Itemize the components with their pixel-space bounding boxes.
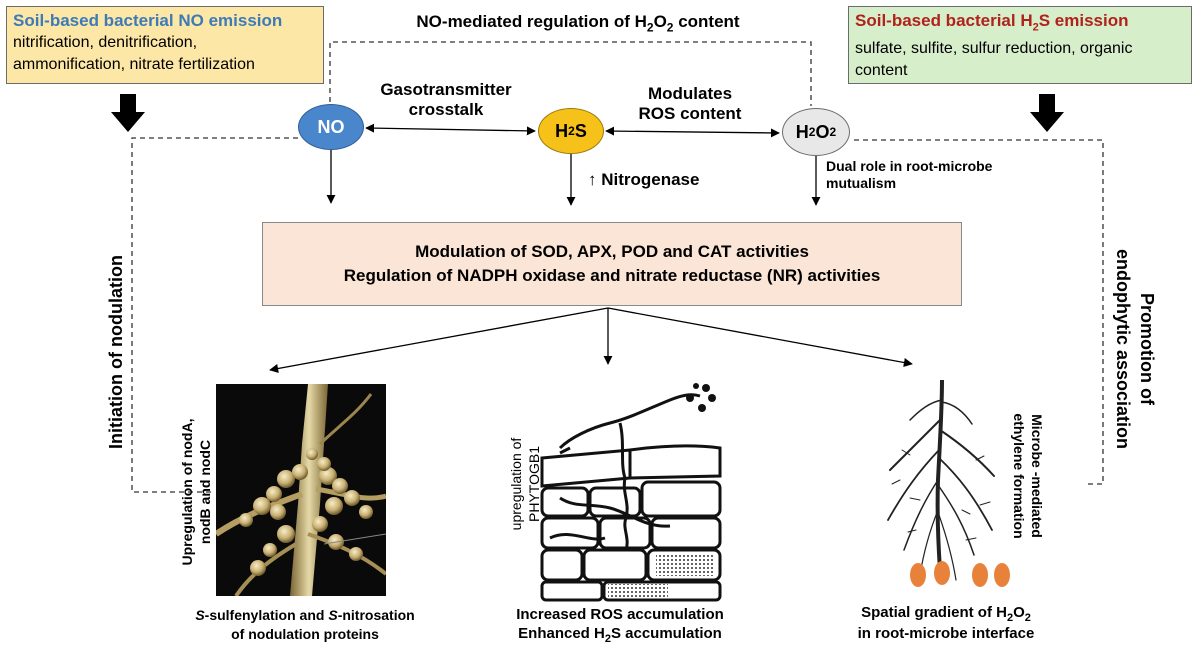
center-line-1: Modulation of SOD, APX, POD and CAT acti… bbox=[415, 242, 809, 261]
crosstalk-label: Gasotransmitter crosstalk bbox=[380, 80, 512, 119]
no-emission-title: Soil-based bacterial NO emission bbox=[13, 11, 283, 30]
middle-caption-line-1: Increased ROS accumulation bbox=[516, 606, 724, 623]
initiation-dashed-line bbox=[131, 137, 298, 493]
center-right-arrow bbox=[607, 307, 913, 367]
no-emission-box: Soil-based bacterial NO emission nitrifi… bbox=[6, 6, 324, 84]
right-caption-line-2: in root-microbe interface bbox=[857, 625, 1035, 642]
no-emission-line-2: ammonification, nitrate fertilization bbox=[13, 56, 255, 73]
left-caption-line-1: S-sulfenylation and S-nitrosation bbox=[195, 607, 415, 623]
center-line-2: Regulation of NADPH oxidase and nitrate … bbox=[343, 266, 881, 285]
root-nodule-photo bbox=[216, 384, 386, 596]
middle-caption-line-2: Enhanced H2S accumulation bbox=[518, 625, 722, 645]
dual-role-label: Dual role in root-microbe mutualism bbox=[826, 158, 993, 191]
center-left-arrow bbox=[269, 307, 609, 373]
h2s-emission-line-1: sulfate, sulfite, sulfur reduction, orga… bbox=[855, 40, 1133, 58]
ethylene-formation-label: Microbe -mediated ethylene formation bbox=[1011, 413, 1045, 539]
root-system-illustration bbox=[887, 380, 995, 581]
no-h2o2-regulation-label: NO-mediated regulation of H2O2 content bbox=[416, 12, 740, 35]
enzyme-modulation-box: Modulation of SOD, APX, POD and CAT acti… bbox=[262, 222, 962, 306]
root-nodule-illustration bbox=[216, 384, 386, 596]
h2s-emission-title: Soil-based bacterial H2S emission bbox=[855, 11, 1129, 34]
bacterium bbox=[910, 563, 926, 587]
no-emission-down-arrow bbox=[111, 94, 145, 132]
bacteria-cluster bbox=[910, 561, 1010, 587]
left-caption-line-2: of nodulation proteins bbox=[231, 626, 379, 642]
modulates-ros-label: Modulates ROS content bbox=[638, 84, 742, 123]
no-h2o2-dashed-bracket bbox=[329, 41, 812, 106]
no-emission-line-1: nitrification, denitrification, bbox=[13, 34, 198, 51]
promotion-endophytic-label: Promotion of endophytic association bbox=[1113, 248, 1157, 450]
right-caption-line-1: Spatial gradient of H2O2 bbox=[861, 604, 1031, 624]
h2s-emission-down-arrow bbox=[1030, 94, 1064, 132]
root-cells-illustration bbox=[540, 383, 722, 602]
bacterium bbox=[934, 561, 950, 585]
no-node: NO bbox=[298, 104, 364, 150]
bacterium bbox=[972, 563, 988, 587]
no-h2s-arrow bbox=[365, 123, 536, 136]
initiation-of-nodulation-label: Initiation of nodulation bbox=[106, 255, 126, 449]
upregulation-nod-genes-label: Upregulation of nodA, nodB and nodC bbox=[179, 418, 213, 566]
h2s-emission-box: Soil-based bacterial H2S emission sulfat… bbox=[848, 6, 1192, 84]
h2s-h2o2-arrow bbox=[605, 126, 780, 138]
h2s-emission-line-2: content bbox=[855, 62, 908, 80]
nitrogenase-label: ↑ Nitrogenase bbox=[588, 170, 700, 189]
bacterium bbox=[994, 563, 1010, 587]
